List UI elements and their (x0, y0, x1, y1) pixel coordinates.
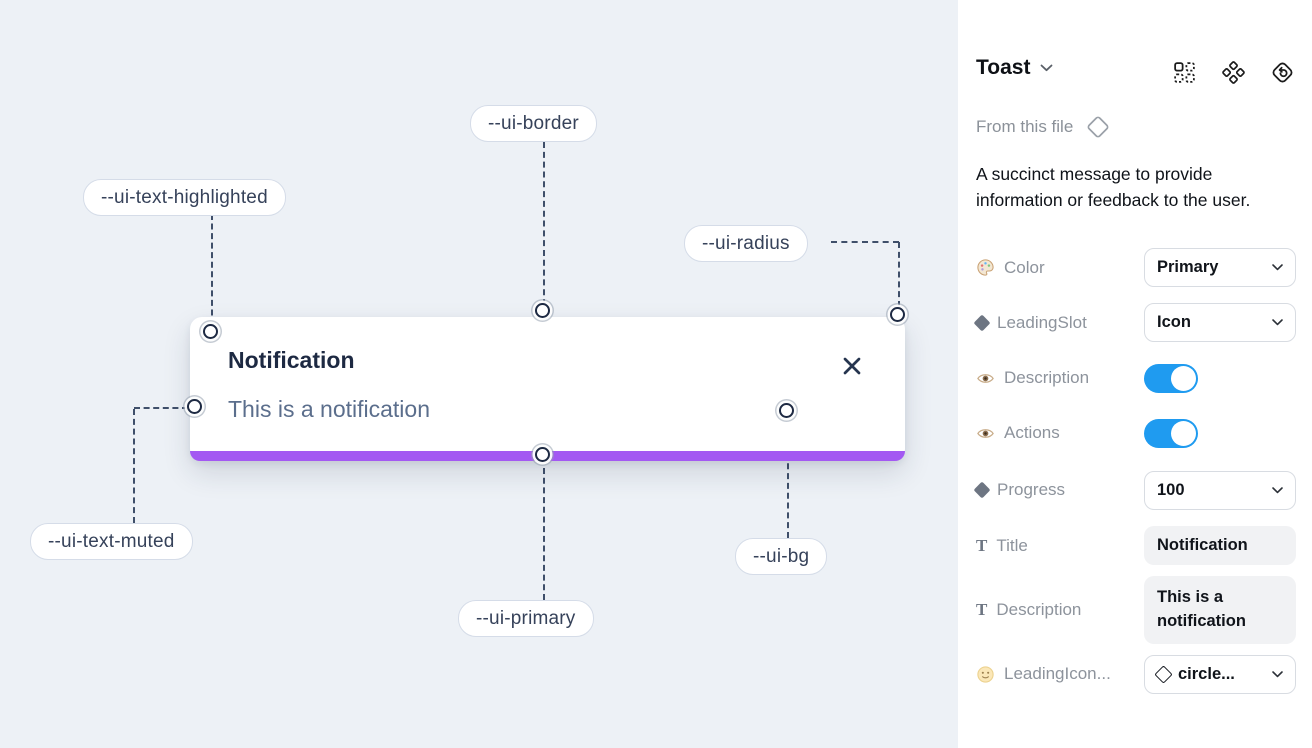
prop-label-text: Description (1004, 368, 1090, 387)
css-var-label-ui-text-muted: --ui-text-muted (30, 523, 193, 560)
prop-row-leadingslot: LeadingSlot Icon (973, 303, 1296, 342)
prop-label-leadingslot: LeadingSlot (973, 312, 1087, 333)
leadingslot-select[interactable]: Icon (1144, 303, 1296, 342)
toggle-knob (1171, 420, 1196, 446)
prop-label-title: T Title (976, 536, 1028, 556)
dashed-connector-line (211, 214, 213, 325)
prop-label-text: Description (996, 600, 1082, 619)
css-var-label-ui-radius: --ui-radius (684, 225, 808, 262)
design-canvas: --ui-border --ui-text-highlighted --ui-r… (0, 0, 958, 748)
actions-toggle[interactable] (1144, 418, 1198, 448)
toggle-knob (1171, 365, 1196, 391)
diamond-icon (973, 481, 991, 499)
prop-label-description: Description (976, 368, 1089, 388)
connector-node (187, 399, 202, 414)
css-var-label-ui-text-highlighted: --ui-text-highlighted (83, 179, 286, 216)
chevron-down-icon (1272, 486, 1283, 494)
source-row: From this file (976, 114, 1111, 140)
panel-header-actions (1172, 60, 1295, 85)
connector-node (890, 307, 905, 322)
prop-label-text: Title (996, 535, 1028, 555)
source-label: From this file (976, 117, 1074, 136)
dashed-connector-line (134, 407, 188, 409)
connector-node (535, 303, 550, 318)
connector-node (535, 447, 550, 462)
css-var-label-ui-border: --ui-border (470, 105, 597, 142)
leadingicon-select-value: circle... (1178, 664, 1235, 683)
eye-icon (976, 369, 995, 388)
close-icon (841, 355, 863, 377)
prop-label-text: Progress (997, 480, 1066, 499)
chevron-down-icon (1040, 64, 1053, 72)
component-description: A succinct message to provide informatio… (976, 164, 1251, 210)
dashed-connector-line (133, 409, 135, 523)
eye-icon (976, 424, 995, 443)
dashed-connector-line (787, 424, 789, 538)
progress-select[interactable]: 100 (1144, 470, 1296, 510)
component-title: Toast (976, 56, 1031, 79)
progress-select-value: 100 (1157, 480, 1185, 499)
prop-row-leadingicon: LeadingIcon... circle... (976, 654, 1296, 694)
prop-label-text: LeadingIcon... (1004, 664, 1111, 683)
palette-icon (976, 258, 995, 277)
component-icon (1221, 61, 1246, 88)
diamond-icon (1085, 114, 1111, 140)
prop-row-actions-toggle: Actions (976, 418, 1296, 448)
diamond-icon (973, 314, 991, 331)
prop-label-actions: Actions (976, 423, 1060, 443)
prop-row-description-toggle: Description (976, 363, 1296, 393)
prop-label-leadingicon: LeadingIcon... (976, 664, 1111, 684)
css-var-label-ui-bg: --ui-bg (735, 538, 828, 575)
description-toggle[interactable] (1144, 363, 1198, 393)
leadingslot-select-value: Icon (1157, 313, 1191, 331)
prop-row-description-field: T Description This is a notification (976, 575, 1296, 645)
connector-node (779, 403, 794, 418)
swap-instance-icon (1172, 62, 1197, 88)
diamond-outline-icon (1154, 664, 1173, 684)
prop-label-text: LeadingSlot (997, 312, 1087, 332)
leadingicon-select[interactable]: circle... (1144, 654, 1296, 694)
dashed-connector-line (831, 241, 899, 243)
prop-row-title: T Title Notification (976, 525, 1296, 566)
prop-label-description-field: T Description (976, 600, 1081, 620)
toast-description: This is a notification (228, 396, 430, 422)
text-icon: T (976, 600, 988, 619)
chevron-down-icon (1272, 319, 1283, 326)
dashed-connector-line (898, 242, 900, 307)
title-field[interactable]: Notification (1144, 525, 1296, 566)
toast-component[interactable]: Notification This is a notification (190, 317, 905, 461)
prop-label-text: Color (1004, 257, 1045, 277)
css-var-label-ui-primary: --ui-primary (458, 600, 594, 637)
connector-node (203, 324, 218, 339)
swap-instance-button[interactable] (1172, 60, 1197, 85)
prop-label-color: Color (976, 258, 1045, 278)
toast-title: Notification (228, 347, 355, 373)
return-to-component-icon (1270, 62, 1295, 88)
chevron-down-icon (1272, 670, 1283, 678)
component-button[interactable] (1221, 60, 1246, 85)
prop-label-text: Actions (1004, 423, 1060, 442)
color-select-value: Primary (1157, 258, 1219, 276)
description-field[interactable]: This is a notification (1144, 576, 1296, 644)
chevron-down-icon (1272, 264, 1283, 271)
description-field-value: This is a notification (1157, 588, 1246, 630)
properties-panel: Toast (958, 0, 1312, 748)
color-select[interactable]: Primary (1144, 248, 1296, 287)
component-title-dropdown[interactable]: Toast (976, 56, 1053, 80)
prop-row-color: Color Primary (976, 248, 1296, 287)
dashed-connector-line (543, 142, 545, 305)
prop-label-progress: Progress (973, 480, 1066, 500)
dashed-connector-line (543, 468, 545, 600)
smiley-icon (976, 665, 995, 684)
close-button[interactable] (839, 353, 865, 379)
prop-row-progress: Progress 100 (973, 470, 1296, 510)
text-icon: T (976, 535, 988, 555)
return-to-component-button[interactable] (1270, 60, 1295, 85)
